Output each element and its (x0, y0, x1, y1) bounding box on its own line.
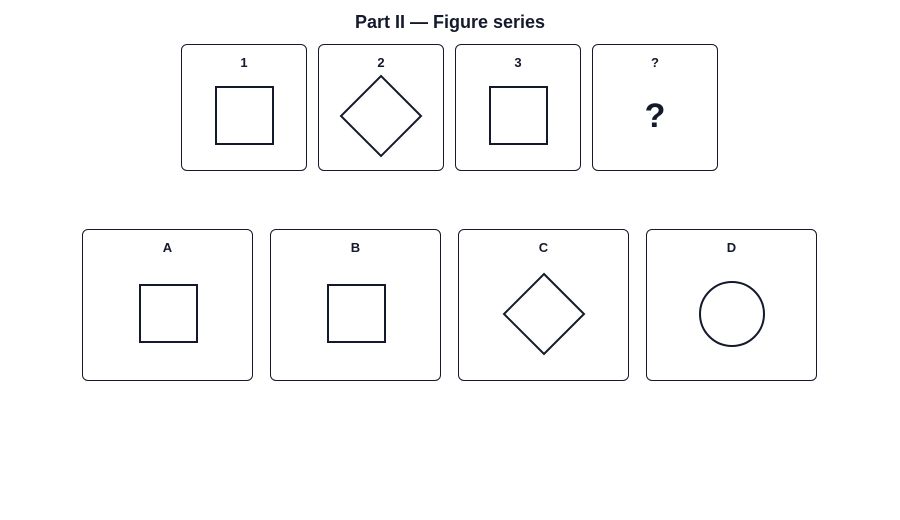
series-card-1: 1 (181, 44, 307, 171)
square-figure (489, 86, 548, 145)
question-mark: ? (644, 97, 666, 135)
option-label: C (538, 240, 549, 255)
series-card-3: 3 (455, 44, 581, 171)
option-card-b[interactable]: B (270, 229, 441, 381)
option-card-a[interactable]: A (82, 229, 253, 381)
series-card-2: 2 (318, 44, 444, 171)
series-card-missing: ? ? (592, 44, 718, 171)
page-title: Part II — Figure series (354, 12, 546, 32)
diamond-figure (339, 74, 423, 158)
option-label: A (162, 240, 173, 255)
option-label: B (350, 240, 361, 255)
option-label: D (726, 240, 737, 255)
circle-figure (699, 281, 765, 347)
square-figure (139, 284, 198, 343)
option-card-c[interactable]: C (458, 229, 629, 381)
series-label: 3 (514, 55, 522, 70)
diamond-figure (502, 272, 586, 356)
series-label: 1 (240, 55, 248, 70)
series-label: ? (651, 55, 659, 70)
square-figure (327, 284, 386, 343)
series-label: 2 (377, 55, 385, 70)
option-card-d[interactable]: D (646, 229, 817, 381)
square-figure (215, 86, 274, 145)
